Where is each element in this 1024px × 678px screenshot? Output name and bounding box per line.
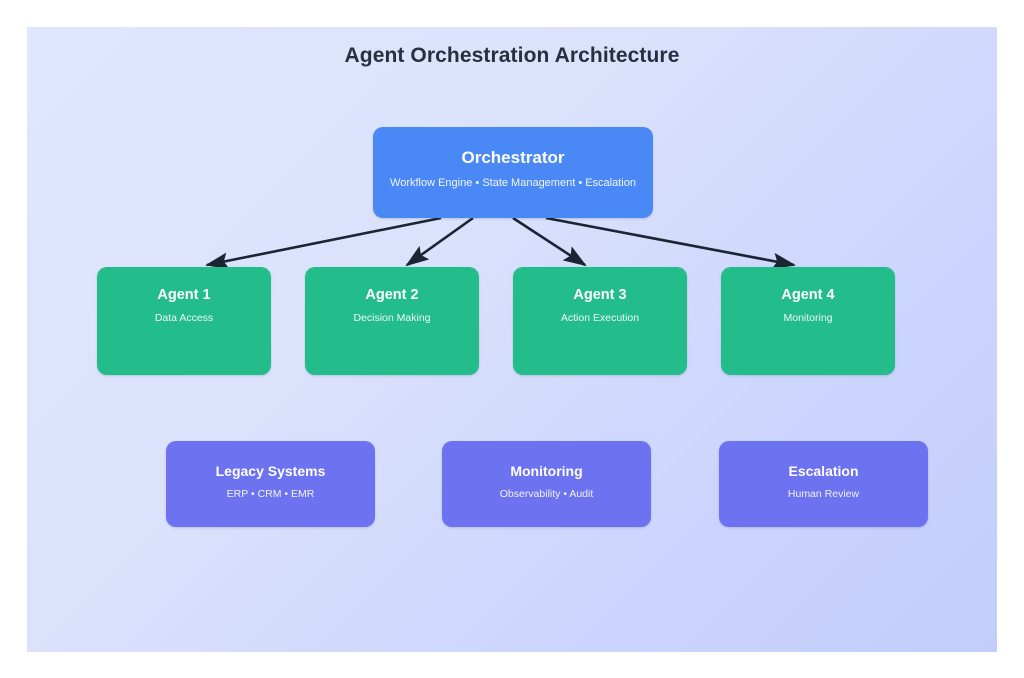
- connector-orchestrator-agent-1: [204, 216, 442, 269]
- node-orchestrator-subtitle: Workflow Engine • State Management • Esc…: [390, 176, 636, 189]
- node-agent-2-title: Agent 2: [365, 287, 419, 303]
- node-legacy-systems-subtitle: ERP • CRM • EMR: [226, 488, 315, 501]
- node-agent-3-subtitle: Action Execution: [560, 311, 640, 324]
- node-agent-4[interactable]: Agent 4 Monitoring: [721, 267, 895, 375]
- node-monitoring[interactable]: Monitoring Observability • Audit: [442, 441, 651, 527]
- node-legacy-systems-title: Legacy Systems: [215, 463, 326, 479]
- node-monitoring-title: Monitoring: [510, 463, 583, 479]
- page-title: Agent Orchestration Architecture: [344, 44, 680, 67]
- node-agent-3-title: Agent 3: [573, 287, 627, 303]
- node-escalation-subtitle: Human Review: [787, 488, 860, 501]
- connector-orchestrator-agent-4: [545, 216, 797, 270]
- node-escalation[interactable]: Escalation Human Review: [719, 441, 928, 527]
- connector-orchestrator-agent-2: [405, 216, 474, 267]
- connector-orchestrator-agent-3: [512, 216, 587, 267]
- node-agent-1[interactable]: Agent 1 Data Access: [97, 267, 271, 375]
- node-orchestrator-title: Orchestrator: [461, 148, 565, 167]
- node-monitoring-subtitle: Observability • Audit: [499, 488, 594, 501]
- node-agent-1-title: Agent 1: [157, 287, 211, 303]
- node-agent-4-subtitle: Monitoring: [783, 311, 833, 324]
- node-orchestrator[interactable]: Orchestrator Workflow Engine • State Man…: [373, 127, 653, 218]
- node-agent-3[interactable]: Agent 3 Action Execution: [513, 267, 687, 375]
- node-escalation-title: Escalation: [788, 463, 859, 479]
- node-agent-1-subtitle: Data Access: [154, 311, 214, 324]
- node-agent-2[interactable]: Agent 2 Decision Making: [305, 267, 479, 375]
- node-legacy-systems[interactable]: Legacy Systems ERP • CRM • EMR: [166, 441, 375, 527]
- node-agent-4-title: Agent 4: [781, 287, 835, 303]
- diagram-canvas: Agent Orchestration Architecture Orchest…: [27, 27, 997, 652]
- node-agent-2-subtitle: Decision Making: [353, 311, 431, 324]
